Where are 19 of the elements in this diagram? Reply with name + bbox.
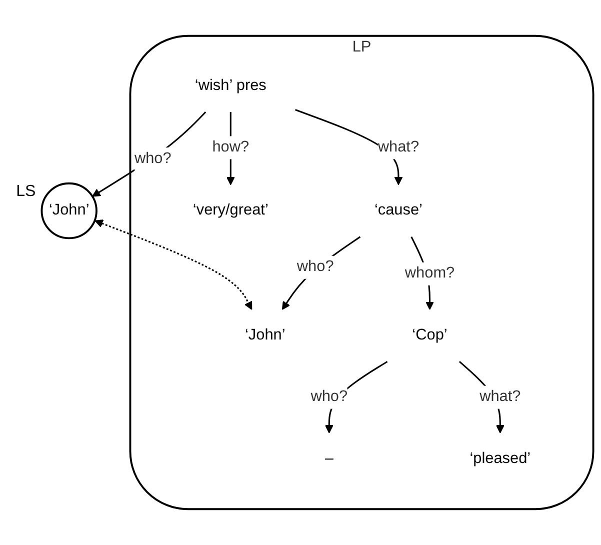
node-text: ‘Cop’: [412, 326, 448, 344]
node-text: ‘pleased’: [470, 450, 531, 467]
edge-label: what?: [378, 139, 420, 156]
edge-label: who?: [296, 258, 334, 276]
arrow: [92, 112, 206, 197]
edge-label: whom?: [404, 265, 455, 282]
edge-label: who?: [310, 388, 348, 405]
node-text: ‘John’: [245, 326, 286, 344]
edge-label: what?: [480, 388, 521, 405]
node-circle: ‘John’: [40, 182, 98, 240]
arrow: [282, 236, 361, 310]
edge-label: how?: [212, 139, 250, 156]
node-text: ‘wish’ pres: [194, 77, 266, 94]
edge-label: who?: [134, 150, 172, 167]
node-text: ‘cause’: [374, 202, 422, 218]
arrow: [94, 220, 252, 310]
node-text: ‘very/great’: [192, 202, 268, 218]
node-text: –: [324, 450, 334, 467]
node-caption: LS: [16, 183, 36, 202]
